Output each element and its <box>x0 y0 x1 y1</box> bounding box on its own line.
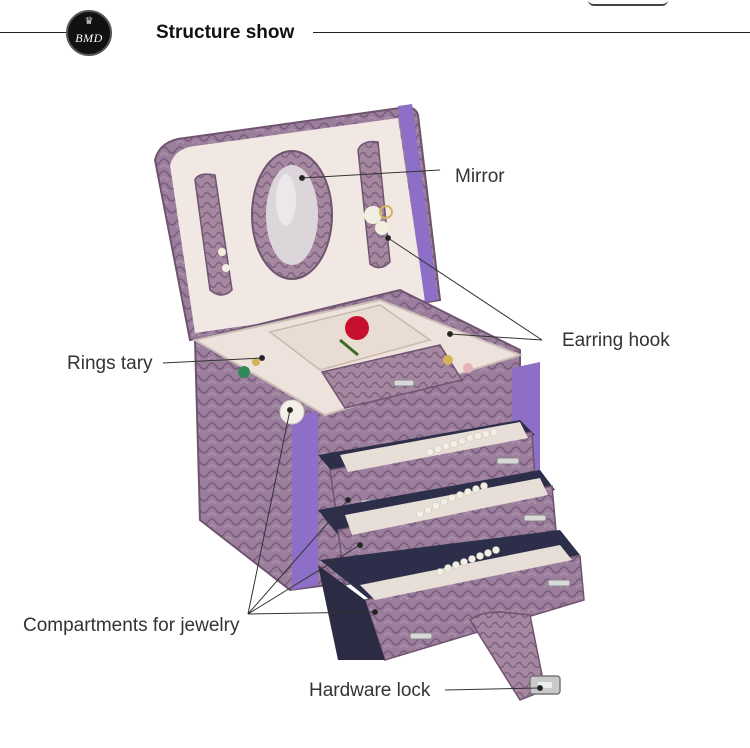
section-title: Structure show <box>156 22 295 43</box>
pearl-necklaces <box>416 428 500 576</box>
earring-straps <box>194 140 393 296</box>
label-hardware-lock: Hardware lock <box>309 680 431 701</box>
callout-lines <box>162 169 543 691</box>
label-compartments: Compartments for jewelry <box>23 615 240 636</box>
header-rule-right <box>313 32 750 33</box>
top-tray <box>192 298 524 425</box>
hardware-lock <box>469 611 561 701</box>
header-rule-left <box>0 32 66 33</box>
logo-text: BMD <box>75 31 103 45</box>
mirror <box>251 150 333 280</box>
label-earring-hook: Earring hook <box>562 330 670 351</box>
label-mirror: Mirror <box>455 166 505 187</box>
label-rings-tray: Rings tary <box>67 353 153 374</box>
section-header: ♛ BMD Structure show <box>0 0 750 70</box>
cropped-top-graphic <box>588 0 668 6</box>
brand-logo: ♛ BMD <box>66 10 112 56</box>
crown-icon: ♛ <box>84 16 94 27</box>
